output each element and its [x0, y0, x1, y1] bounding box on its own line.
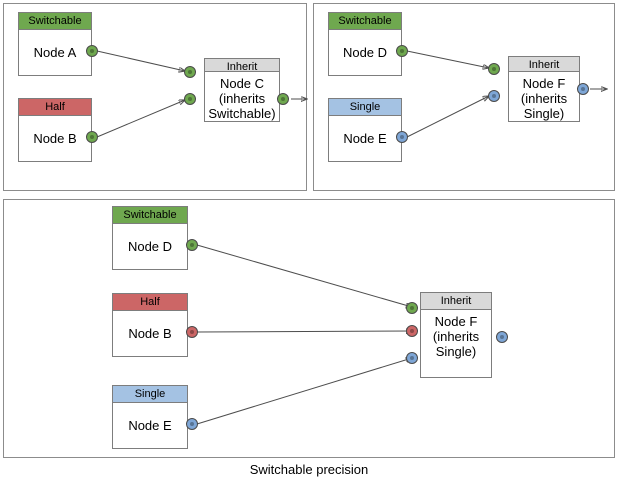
- node-box-node-b[interactable]: Half Node B: [18, 98, 92, 162]
- port-out-node-b[interactable]: [86, 131, 98, 143]
- port-in-node-c-bottom[interactable]: [184, 93, 196, 105]
- node-header-switchable: Switchable: [329, 13, 401, 30]
- node-box-node-c[interactable]: Inherit Node C (inherits Switchable): [204, 58, 280, 122]
- node-box-node-e2[interactable]: Single Node E: [112, 385, 188, 449]
- node-header-half: Half: [113, 294, 187, 311]
- node-label-node-a: Node A: [33, 45, 77, 60]
- port-in-node-f-top[interactable]: [488, 63, 500, 75]
- port-out-node-d[interactable]: [396, 45, 408, 57]
- panel-three-inputs-inherits-single: [3, 199, 615, 458]
- port-in-node-f2-top[interactable]: [406, 302, 418, 314]
- node-label-node-f2: Node F (inherits Single): [432, 314, 480, 359]
- port-in-node-f2-middle[interactable]: [406, 325, 418, 337]
- node-box-node-e[interactable]: Single Node E: [328, 98, 402, 162]
- node-label-node-c: Node C (inherits Switchable): [208, 76, 276, 121]
- port-out-node-b2[interactable]: [186, 326, 198, 338]
- port-out-node-e[interactable]: [396, 131, 408, 143]
- node-label-node-d: Node D: [342, 45, 388, 60]
- port-out-node-d2[interactable]: [186, 239, 198, 251]
- port-out-node-e2[interactable]: [186, 418, 198, 430]
- node-header-switchable: Switchable: [113, 207, 187, 224]
- node-label-node-f: Node F (inherits Single): [520, 76, 568, 121]
- node-header-half: Half: [19, 99, 91, 116]
- node-header-inherit: Inherit: [421, 293, 491, 310]
- node-header-single: Single: [113, 386, 187, 403]
- node-box-node-d[interactable]: Switchable Node D: [328, 12, 402, 76]
- port-out-node-f2[interactable]: [496, 331, 508, 343]
- node-box-node-d2[interactable]: Switchable Node D: [112, 206, 188, 270]
- node-label-node-d2: Node D: [127, 239, 173, 254]
- node-label-node-b: Node B: [33, 131, 77, 146]
- node-header-inherit: Inherit: [205, 59, 279, 72]
- port-in-node-f-bottom[interactable]: [488, 90, 500, 102]
- node-label-node-e2: Node E: [128, 418, 172, 433]
- node-header-switchable: Switchable: [19, 13, 91, 30]
- port-in-node-c-top[interactable]: [184, 66, 196, 78]
- node-box-node-f[interactable]: Inherit Node F (inherits Single): [508, 56, 580, 122]
- node-label-node-e: Node E: [343, 131, 387, 146]
- node-box-node-b2[interactable]: Half Node B: [112, 293, 188, 357]
- port-out-node-c[interactable]: [277, 93, 289, 105]
- node-header-single: Single: [329, 99, 401, 116]
- port-out-node-f[interactable]: [577, 83, 589, 95]
- node-box-node-a[interactable]: Switchable Node A: [18, 12, 92, 76]
- node-box-node-f2[interactable]: Inherit Node F (inherits Single): [420, 292, 492, 378]
- node-header-inherit: Inherit: [509, 57, 579, 72]
- port-out-node-a[interactable]: [86, 45, 98, 57]
- diagram-caption: Switchable precision: [249, 462, 369, 477]
- port-in-node-f2-bottom[interactable]: [406, 352, 418, 364]
- node-label-node-b2: Node B: [128, 326, 172, 341]
